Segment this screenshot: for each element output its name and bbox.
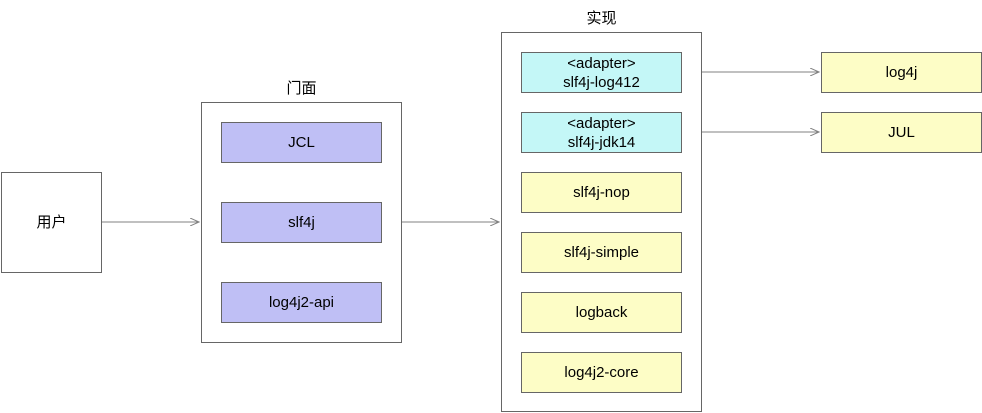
- impl-node-slf4j-nop[interactable]: slf4j-nop: [521, 172, 682, 213]
- target-node-label: log4j: [885, 64, 918, 81]
- impl-container: [501, 32, 702, 412]
- adapter-tag: <adapter>: [567, 114, 636, 132]
- facade-node-slf4j[interactable]: slf4j: [221, 202, 382, 243]
- adapter-name: slf4j-jdk14: [567, 133, 636, 151]
- user-node[interactable]: 用户: [1, 172, 102, 273]
- impl-node-slf4j-log412[interactable]: <adapter> slf4j-log412: [521, 52, 682, 93]
- user-label: 用户: [36, 214, 67, 231]
- target-node-log4j[interactable]: log4j: [821, 52, 982, 93]
- impl-node-slf4j-simple[interactable]: slf4j-simple: [521, 232, 682, 273]
- facade-node-log4j2-api[interactable]: log4j2-api: [221, 282, 382, 323]
- facade-node-label: slf4j: [288, 214, 315, 231]
- facade-node-label: JCL: [288, 134, 315, 151]
- impl-node-log4j2-core[interactable]: log4j2-core: [521, 352, 682, 393]
- impl-node-label: slf4j-simple: [563, 244, 639, 261]
- impl-node-slf4j-jdk14[interactable]: <adapter> slf4j-jdk14: [521, 112, 682, 153]
- impl-title: 实现: [586, 10, 617, 27]
- facade-node-label: log4j2-api: [268, 294, 335, 311]
- target-node-label: JUL: [888, 124, 915, 141]
- adapter-name: slf4j-log412: [563, 73, 640, 91]
- facade-node-jcl[interactable]: JCL: [221, 122, 382, 163]
- impl-node-logback[interactable]: logback: [521, 292, 682, 333]
- adapter-tag: <adapter>: [567, 54, 636, 72]
- impl-node-label: slf4j-nop: [573, 184, 630, 201]
- impl-node-label: log4j2-core: [564, 364, 639, 381]
- facade-title: 门面: [286, 80, 317, 97]
- target-node-jul[interactable]: JUL: [821, 112, 982, 153]
- impl-node-label: logback: [575, 304, 628, 321]
